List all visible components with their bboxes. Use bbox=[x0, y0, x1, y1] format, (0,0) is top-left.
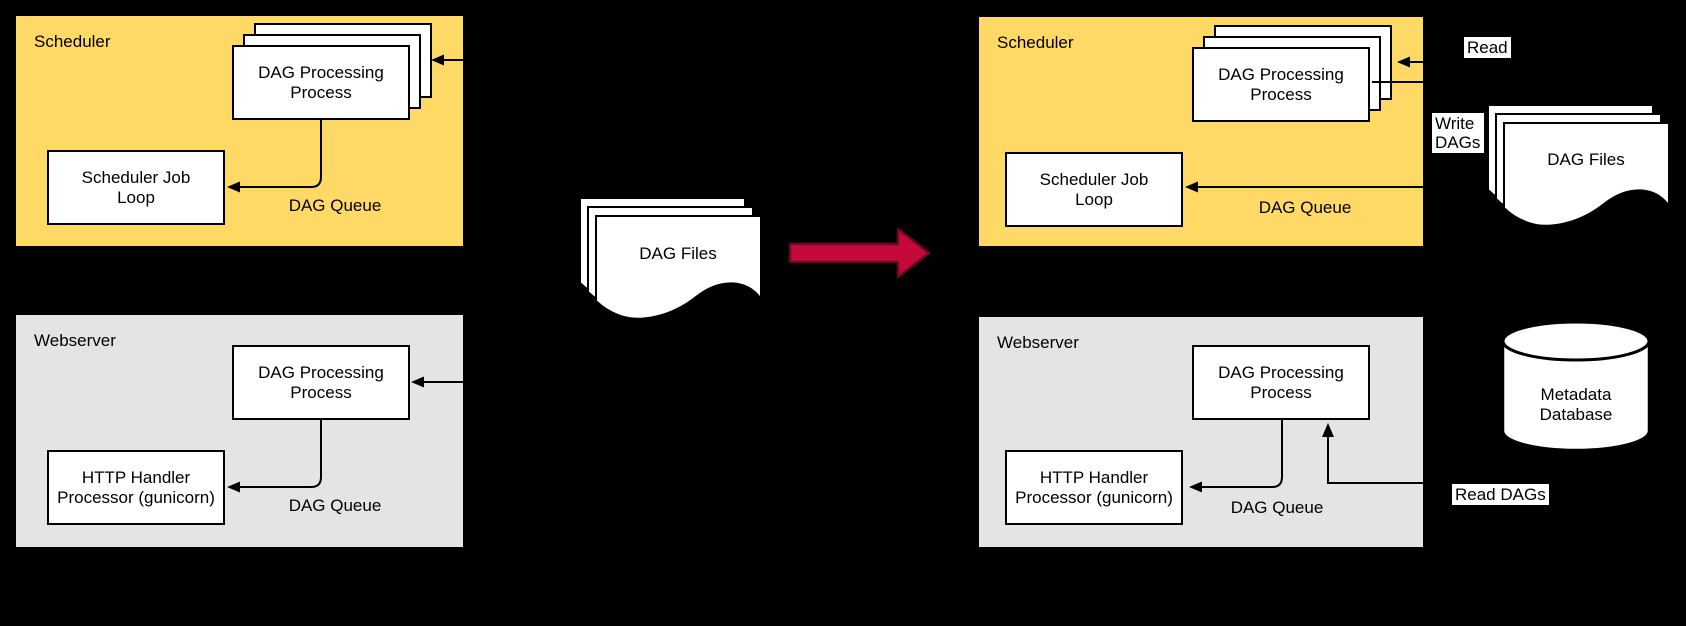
right-scheduler-processing-label: DAG Processing Process bbox=[1218, 64, 1344, 104]
left-webserver-dag-queue-label: DAG Queue bbox=[288, 496, 382, 515]
left-scheduler-queue-arrowhead-icon bbox=[227, 181, 240, 193]
right-webserver-title: Webserver bbox=[997, 333, 1079, 352]
transition-arrow-icon bbox=[788, 227, 931, 279]
right-dag-files-label: DAG Files bbox=[1547, 150, 1625, 169]
right-scheduler-title: Scheduler bbox=[997, 33, 1074, 52]
right-webserver-dag-queue-edge bbox=[1202, 420, 1283, 488]
left-scheduler-processing-label: DAG Processing Process bbox=[258, 62, 384, 102]
right-scheduler-processing-node: DAG Processing Process bbox=[1192, 47, 1370, 122]
left-webserver-queue-arrowhead-icon bbox=[227, 481, 240, 493]
right-dag-files-icon bbox=[1487, 104, 1670, 227]
right-webserver-dag-queue-label: DAG Queue bbox=[1230, 498, 1324, 517]
left-scheduler-dag-queue-label: DAG Queue bbox=[288, 196, 382, 215]
read-dags-edge-label: Read DAGs bbox=[1452, 484, 1549, 505]
read-edge-label: Read bbox=[1464, 37, 1511, 58]
right-webserver-processing-node: DAG Processing Process bbox=[1192, 345, 1370, 420]
middle-dag-files-icon bbox=[579, 197, 762, 320]
right-webserver-http-handler-node: HTTP Handler Processor (gunicorn) bbox=[1005, 450, 1183, 525]
right-scheduler-queue-arrowhead-icon bbox=[1185, 181, 1198, 193]
right-webserver-processing-label: DAG Processing Process bbox=[1218, 362, 1344, 402]
left-webserver-read-arrowhead-icon bbox=[411, 376, 424, 388]
left-read-arrowhead-icon bbox=[431, 54, 444, 66]
right-read-dags-arrowhead-icon bbox=[1322, 423, 1334, 437]
left-webserver-processing-label: DAG Processing Process bbox=[258, 362, 384, 402]
right-webserver-queue-arrowhead-icon bbox=[1189, 481, 1202, 493]
middle-dag-files-label: DAG Files bbox=[639, 244, 717, 263]
left-scheduler-dag-queue-edge bbox=[240, 120, 322, 188]
metadata-database-icon bbox=[1501, 320, 1651, 452]
left-webserver-http-handler-node: HTTP Handler Processor (gunicorn) bbox=[47, 450, 225, 525]
left-webserver-dag-queue-edge bbox=[240, 420, 322, 488]
left-scheduler-job-loop-node: Scheduler Job Loop bbox=[47, 150, 225, 225]
right-webserver-http-handler-label: HTTP Handler Processor (gunicorn) bbox=[1015, 467, 1173, 507]
left-webserver-processing-node: DAG Processing Process bbox=[232, 345, 410, 420]
right-read-dags-edge bbox=[1327, 437, 1425, 484]
right-scheduler-dag-queue-label: DAG Queue bbox=[1258, 198, 1352, 217]
write-dags-edge-label: Write DAGs bbox=[1432, 113, 1484, 153]
left-webserver-http-handler-label: HTTP Handler Processor (gunicorn) bbox=[57, 467, 215, 507]
right-read-arrowhead-icon bbox=[1397, 56, 1410, 68]
left-scheduler-processing-node: DAG Processing Process bbox=[232, 45, 410, 120]
left-webserver-title: Webserver bbox=[34, 331, 116, 350]
right-scheduler-job-loop-label: Scheduler Job Loop bbox=[1039, 169, 1149, 209]
right-scheduler-job-loop-node: Scheduler Job Loop bbox=[1005, 152, 1183, 227]
left-scheduler-job-loop-label: Scheduler Job Loop bbox=[81, 167, 191, 207]
metadata-database-label: Metadata Database bbox=[1539, 385, 1613, 424]
left-scheduler-title: Scheduler bbox=[34, 32, 111, 51]
